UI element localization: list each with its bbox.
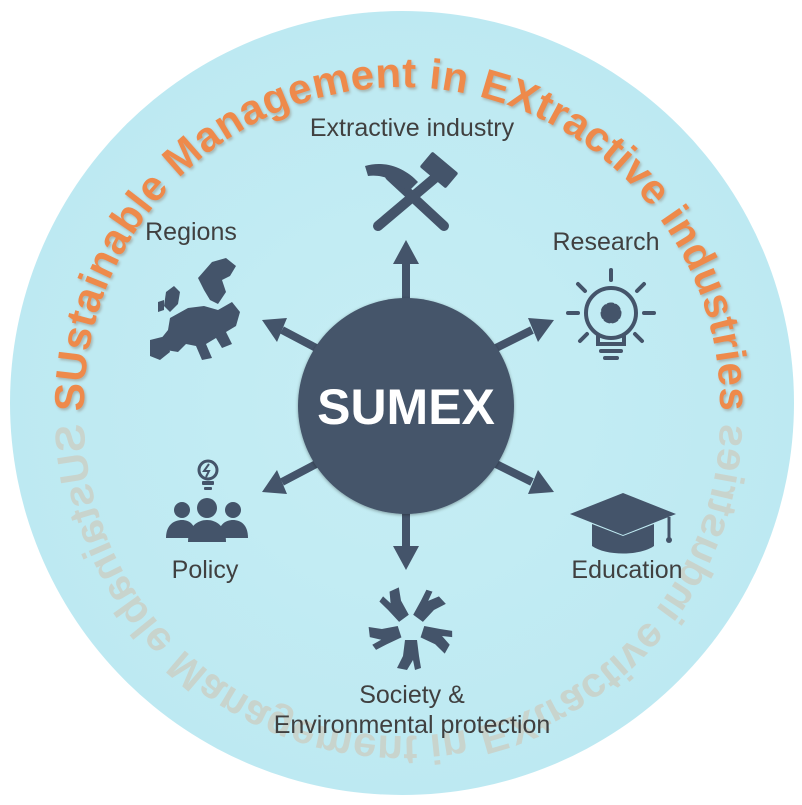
graduation-cap-icon [570, 493, 676, 554]
label-society: Society & [359, 681, 465, 709]
label-regions: Regions [145, 218, 237, 246]
arrows [262, 240, 554, 570]
arrow-lower-right [490, 458, 554, 494]
arrow-up [393, 240, 419, 300]
hammer-pick-icon [365, 152, 458, 231]
label-environmental-protection: Environmental protection [274, 711, 551, 739]
europe-map-icon [150, 258, 240, 360]
label-policy: Policy [172, 556, 239, 584]
sumex-label: SUMEX [317, 379, 495, 435]
label-education: Education [571, 556, 682, 584]
lightbulb-gear-icon [566, 268, 656, 360]
arrow-lower-left [262, 458, 322, 494]
sumex-hub [298, 298, 514, 514]
people-idea-icon [166, 459, 248, 542]
arrow-upper-right [490, 318, 554, 354]
joined-hands-icon [368, 587, 453, 670]
label-extractive-industry: Extractive industry [310, 114, 515, 142]
label-research: Research [553, 228, 660, 256]
arrow-down [393, 510, 419, 570]
arrow-upper-left [262, 318, 322, 354]
